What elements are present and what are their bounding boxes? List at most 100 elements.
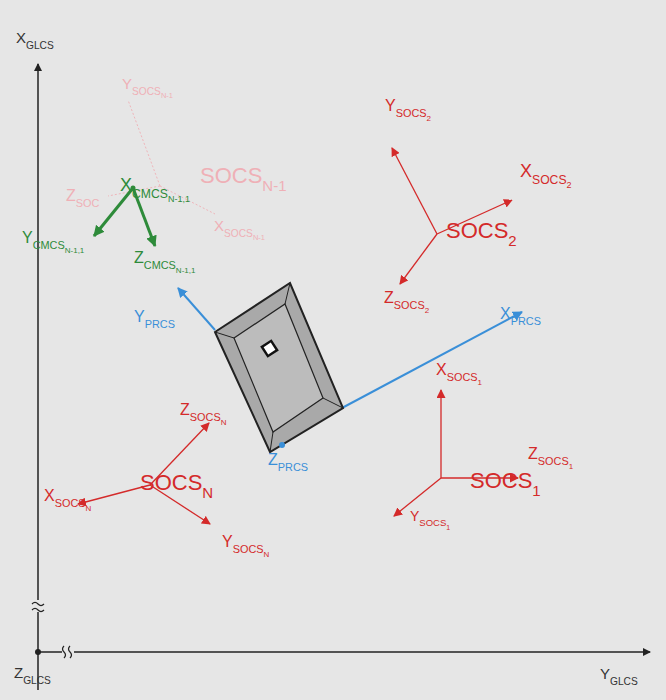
axis-break [32, 603, 44, 612]
axis-name: X [120, 176, 132, 194]
subscript: N-1,1 [65, 247, 85, 255]
axis-label: XGLCS [16, 30, 54, 46]
axis-break [63, 646, 72, 658]
axis-name: Y [134, 309, 145, 325]
subscript: GLCS [23, 676, 51, 686]
subscript: SOCS [419, 518, 446, 528]
socs-frame [78, 423, 210, 524]
axis-name: SOCS [446, 220, 508, 242]
subscript: N-1 [253, 234, 265, 242]
axis-arrow [94, 188, 133, 236]
axis-name: X [500, 306, 511, 322]
subscript: CMCS [132, 188, 168, 200]
axis-name: Z [66, 188, 76, 204]
axis-label: ZSOCSN [180, 402, 226, 418]
axis-label: YSOCSN-1 [122, 76, 173, 92]
axis-label: XSOCSN-1 [214, 218, 265, 234]
axis-name: Z [384, 290, 394, 306]
axis-label: YPRCS [134, 309, 175, 325]
subscript: N [264, 551, 270, 559]
axis-label: YSOCS1 [410, 508, 450, 524]
axis-label: XPRCS [500, 306, 541, 322]
axis-label: YSOCS2 [385, 98, 431, 114]
subscript: N [221, 419, 227, 427]
subscript: SOCS [394, 300, 425, 311]
axis-name: Y [600, 666, 610, 681]
subscript: 2 [567, 181, 572, 190]
axis-name: SOCS [470, 470, 532, 492]
axis-name: X [436, 362, 447, 378]
subscript: SOCS [233, 544, 264, 555]
subscript: PRCS [511, 316, 541, 327]
subscript: 1 [569, 463, 573, 471]
subscript: N [202, 485, 213, 500]
axis-name: SOCS [140, 472, 202, 494]
axis-label: ZCMCSN-1,1 [134, 250, 195, 266]
axis-label: XSOCS1 [436, 362, 482, 378]
axis-label: YSOCSN [222, 534, 269, 550]
subscript: SOCS [190, 412, 221, 423]
subscript: PRCS [145, 319, 175, 330]
axis-label: ZPRCS [268, 452, 308, 468]
axis-name: Z [180, 402, 190, 418]
subscript: CMCS [144, 260, 176, 271]
axis-label: ZSOCS1 [528, 446, 573, 462]
subscript: N-1,1 [168, 195, 190, 204]
axis-label: SOCSN-1 [200, 165, 287, 187]
axis-name: X [520, 162, 532, 180]
axis-label: ZGLCS [14, 665, 51, 681]
part-prism [215, 283, 343, 452]
axis-name: Z [14, 665, 23, 680]
subscript: SOCS [532, 174, 567, 186]
subscript: N-1 [262, 178, 286, 193]
subscript: SOCS [224, 229, 253, 239]
subscript: N-1,1 [176, 267, 196, 275]
axis-label: SOCSN [140, 472, 213, 494]
subscript: SOCS [396, 108, 427, 119]
axis [38, 651, 650, 653]
subscript: 1 [478, 379, 482, 387]
axis-name: Z [268, 452, 278, 468]
subscript: 1 [532, 483, 540, 498]
subscript: SOCS [132, 87, 161, 97]
axis-label: ZSOCS2 [384, 290, 429, 306]
axis-name: Y [222, 534, 233, 550]
axis-label: SOCS1 [470, 470, 541, 492]
subscript: GLCS [26, 41, 54, 51]
subscript: N [86, 505, 92, 513]
axis-arrow [342, 312, 522, 408]
axis-name: Z [528, 446, 538, 462]
axis-name: Y [410, 509, 419, 523]
axis-name: X [44, 488, 55, 504]
axis [37, 64, 39, 690]
axis-label: XSOCS2 [520, 162, 572, 180]
subscript: SOC [76, 198, 100, 209]
axis-label: ZSOC [66, 188, 99, 204]
axis-name: Y [122, 76, 132, 91]
axis-label: XCMCSN-1,1 [120, 176, 190, 194]
origin [35, 649, 41, 655]
subscript: SOCS [538, 456, 569, 467]
subscript: 1 [446, 524, 450, 531]
axis-name: Y [22, 230, 33, 246]
subscript: SOCS [447, 372, 478, 383]
subscript: GLCS [610, 677, 638, 687]
origin [279, 442, 285, 448]
subscript: CMCS [33, 240, 65, 251]
axis-name: Y [385, 98, 396, 114]
axis-label: SOCS2 [446, 220, 517, 242]
axis-label: YGLCS [600, 666, 638, 682]
axis-name: Z [134, 250, 144, 266]
subscript: 2 [508, 233, 516, 248]
axis-name: X [16, 30, 26, 45]
axis-label: XSOCSN [44, 488, 91, 504]
socs-frame [394, 390, 518, 516]
socs-frame [392, 148, 512, 284]
axis-name: SOCS [200, 165, 262, 187]
subscript: 2 [427, 115, 431, 123]
subscript: PRCS [278, 462, 308, 473]
axis-name: X [214, 218, 224, 233]
axis-arrow [178, 288, 215, 330]
subscript: N-1 [161, 92, 173, 100]
